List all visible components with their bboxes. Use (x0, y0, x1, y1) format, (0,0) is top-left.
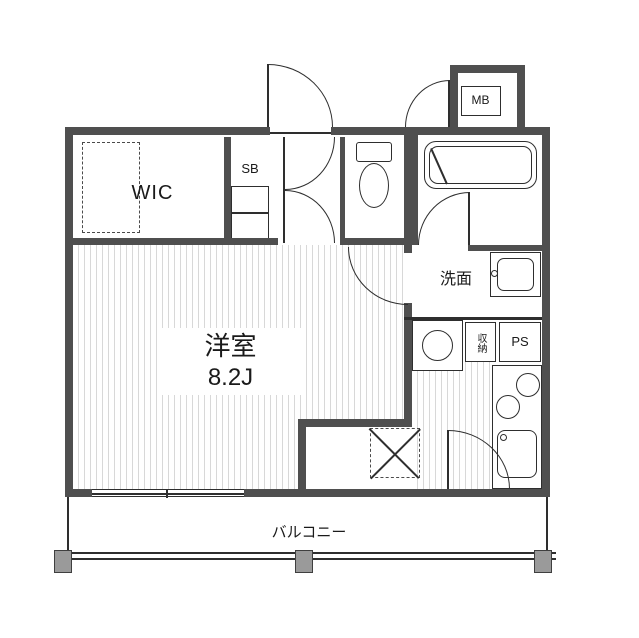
toilet-wall-left (340, 137, 345, 238)
wic-label: WIC (131, 182, 174, 204)
kitchen-faucet-icon (500, 434, 507, 441)
meter-box-door-leaf (448, 80, 450, 127)
bathroom-door-arc (418, 192, 470, 245)
balcony-post (295, 550, 313, 573)
toilet-wall-bottom (340, 238, 418, 245)
outer-wall-bottom (244, 489, 550, 497)
kitchen-door-leaf (447, 430, 449, 489)
appliance-placement-icon (370, 428, 420, 478)
main-room-size: 8.2J (207, 363, 254, 391)
bathroom-door-leaf (468, 192, 470, 245)
washroom-wall-left-stub (404, 245, 412, 253)
toilet-tank-icon (356, 142, 392, 162)
shoe-box-shelf (231, 213, 269, 241)
meter-box-label-frame: MB (461, 86, 501, 116)
washroom-wall-left (404, 303, 412, 422)
bathtub-inner-line (429, 146, 532, 184)
meter-box-wall-right (517, 65, 525, 135)
washroom-wall-bottom (404, 317, 542, 320)
washroom-label: 洗面 (439, 271, 472, 288)
balcony-post (54, 550, 72, 573)
wic-hanger-area (82, 142, 140, 233)
washer-drum-icon (422, 330, 453, 361)
bathtub-icon (424, 141, 537, 189)
hall-door-arc-upper (285, 137, 335, 190)
entrance-door-arc (268, 64, 333, 127)
entrance-threshold-line (270, 132, 331, 134)
meter-box-wall-left (450, 65, 458, 135)
main-room-name: 洋室 (204, 331, 257, 361)
hall-door-frame-line (283, 137, 285, 243)
main-room-label: 洋室 8.2J (158, 328, 303, 395)
entrance-door-leaf (267, 64, 269, 127)
vanity-sink-bowl (497, 258, 534, 291)
storage-box (465, 322, 496, 362)
balcony-post (534, 550, 552, 573)
entry-notch-wall-left (298, 419, 306, 489)
sliding-door-center-tick (166, 490, 168, 498)
toilet-bath-column (404, 127, 418, 245)
outer-wall-top (331, 127, 550, 135)
wic-wall-right (224, 137, 231, 245)
meter-box-door-arc (405, 80, 450, 127)
entry-notch-floor (304, 426, 412, 489)
outer-wall-right (542, 127, 550, 497)
balcony-side-wall-right (546, 497, 548, 555)
shoe-box-shelf (231, 186, 269, 213)
shoe-box-label: SB (241, 161, 259, 176)
storage-label: 収納 (475, 333, 486, 353)
hall-door-arc-lower (285, 190, 335, 243)
outer-wall-left (65, 127, 73, 497)
balcony-side-wall-left (67, 497, 69, 555)
balcony-sliding-door (92, 489, 244, 498)
meter-box-label: MB (471, 93, 490, 107)
pipe-space-label: PS (511, 334, 529, 349)
washer-pan-icon (412, 320, 463, 371)
balcony-label: バルコニー (271, 524, 347, 541)
vanity-faucet-icon (491, 270, 498, 277)
wic-wall-bottom (73, 238, 278, 245)
pipe-space-box (499, 322, 541, 362)
outer-wall-top (65, 127, 270, 135)
sliding-door-rail-line (92, 493, 244, 495)
toilet-bowl-icon (359, 163, 389, 208)
meter-box-wall-top (450, 65, 525, 73)
outer-wall-bottom (65, 489, 92, 497)
entry-notch-wall-top (298, 419, 412, 427)
stove-burner-icon (496, 395, 520, 419)
stove-burner-icon (516, 373, 540, 397)
bath-wall-bottom (468, 245, 542, 251)
